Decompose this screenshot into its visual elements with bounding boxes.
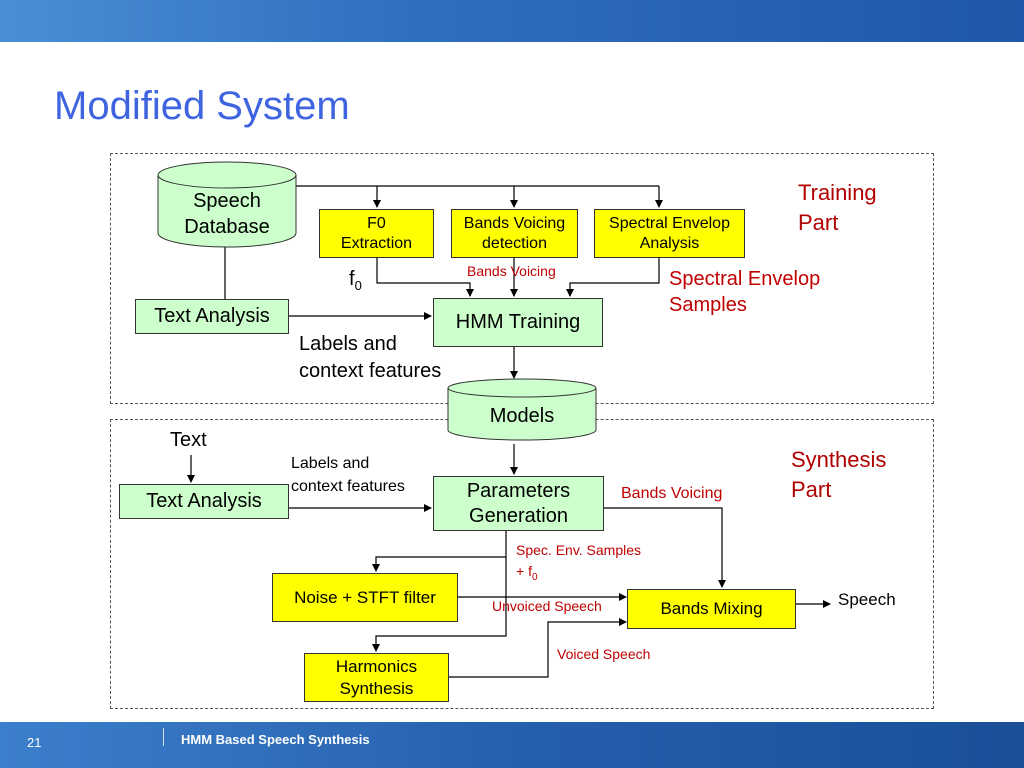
footer-bar — [0, 722, 1024, 768]
f0-to-hmm-arrow — [376, 258, 474, 297]
synthesis-part-label: Synthesis Part — [791, 447, 887, 502]
f0-label-base: f — [349, 268, 355, 290]
footer-divider — [163, 728, 164, 746]
spectral-envelop-analysis-box: Spectral Envelop Analysis — [594, 209, 745, 258]
speech-database-label: Speech Database — [184, 190, 270, 238]
spec-env-samples-line1: Spec. Env. Samples — [516, 542, 642, 558]
models-label: Models — [489, 405, 555, 427]
bands-mixing-box: Bands Mixing — [627, 589, 796, 629]
spectral-envelop-samples-label: Spectral Envelop Samples — [669, 268, 821, 316]
slide-title: Modified System — [54, 84, 350, 128]
harmonics-to-mixing-arrow — [449, 618, 627, 678]
synthesis-bands-voicing-label: Bands Voicing — [621, 485, 723, 502]
synthesis-text-analysis-box: Text Analysis — [119, 484, 289, 519]
training-text-analysis-box: Text Analysis — [135, 299, 289, 334]
f0-label: f0 — [349, 268, 362, 293]
params-to-mixing-arrow — [604, 507, 726, 588]
synthesis-labels-context-label: Labels and context features — [291, 455, 405, 496]
f0-extraction-box: F0 Extraction — [319, 209, 434, 258]
text-input-label: Text — [170, 429, 207, 451]
unvoiced-speech-label: Unvoiced Speech — [492, 598, 602, 614]
speech-database-cylinder — [157, 161, 297, 248]
speech-output-label: Speech — [838, 590, 896, 609]
noise-stft-filter-box: Noise + STFT filter — [272, 573, 458, 622]
bands-voicing-detection-box: Bands Voicing detection — [451, 209, 578, 258]
header-bar — [0, 0, 1024, 42]
footer-title: HMM Based Speech Synthesis — [181, 732, 370, 747]
params-to-noise-arrow — [372, 531, 507, 572]
models-cylinder — [447, 378, 597, 441]
spec-env-samples-line2: + f0 — [516, 561, 641, 585]
page-number: 21 — [27, 735, 42, 750]
harmonics-synthesis-box: Harmonics Synthesis — [304, 653, 449, 702]
spec-env-samples-line2-sub: 0 — [531, 571, 538, 583]
f0-label-sub: 0 — [354, 278, 362, 293]
voiced-speech-label: Voiced Speech — [557, 646, 651, 662]
hmm-training-box: HMM Training — [433, 298, 603, 347]
parameters-generation-box: Parameters Generation — [433, 476, 604, 531]
spec-to-hmm-arrow — [566, 258, 660, 297]
spec-env-samples-label: Spec. Env. Samples + f0 — [516, 540, 641, 585]
spec-env-samples-line2-base: + f — [516, 563, 532, 579]
training-part-label: Training Part — [798, 180, 877, 235]
training-labels-context-label: Labels and context features — [299, 333, 442, 382]
training-bands-voicing-label: Bands Voicing — [467, 263, 556, 279]
